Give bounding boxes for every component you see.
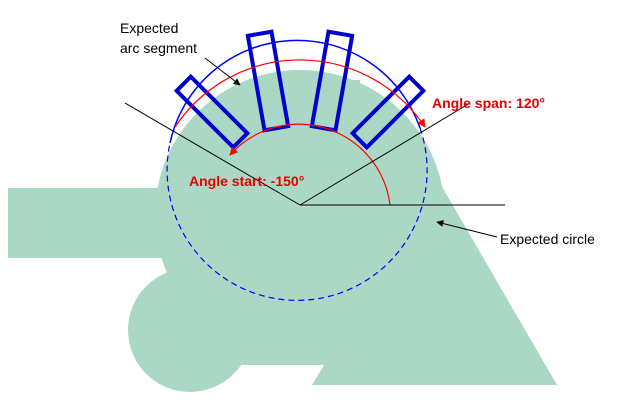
arc-segment-leader	[204, 57, 241, 86]
probe-rect-2	[245, 29, 291, 133]
arc-segment-label-line1: Expected	[120, 20, 178, 36]
expected-circle-dashed	[166, 127, 428, 301]
expected-circle-label: Expected circle	[500, 231, 595, 247]
start-angle-ray	[124, 102, 301, 206]
arc-segment-label-line2: arc segment	[120, 40, 197, 56]
angle-start-label: Angle start: -150°	[189, 173, 304, 189]
angle-span-label: Angle span: 120°	[432, 95, 545, 111]
angle-start-arc	[229, 123, 391, 206]
triangle	[312, 178, 557, 385]
expected-circle-solid-arc	[169, 39, 421, 144]
probe-rect-4	[349, 73, 427, 151]
lower-fill	[190, 268, 330, 365]
reference-lines	[124, 57, 505, 238]
top-tab	[248, 80, 360, 150]
expected-circle-leader	[436, 220, 498, 238]
end-angle-ray	[299, 102, 471, 206]
probe-rectangles	[173, 29, 427, 151]
probe-rect-1	[173, 73, 251, 151]
angle-span-arc	[174, 59, 426, 128]
